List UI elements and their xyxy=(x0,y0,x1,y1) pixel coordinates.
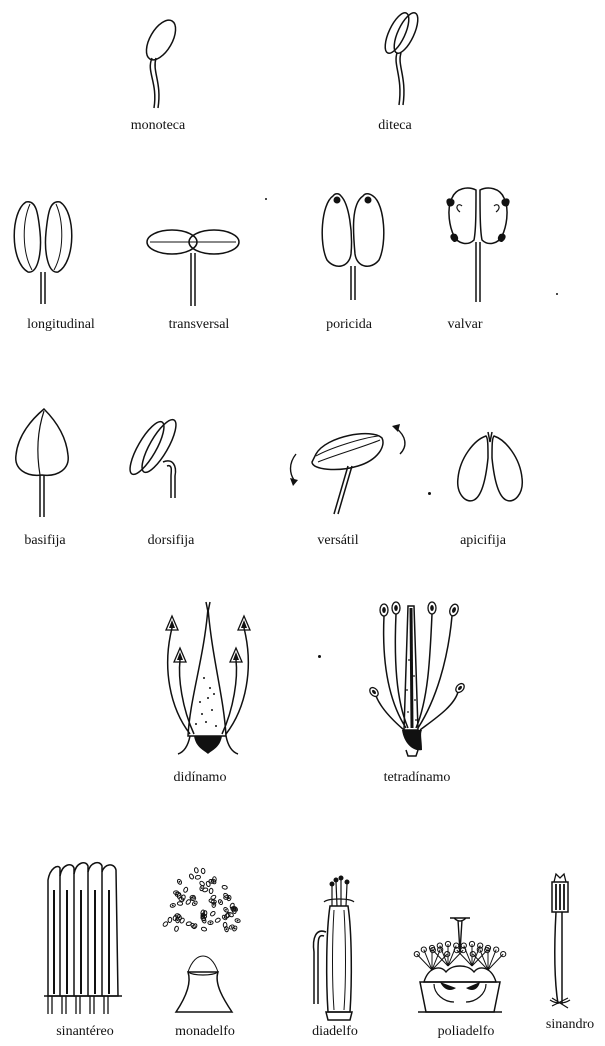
apicifija-drawing xyxy=(452,428,530,510)
sinandro-drawing xyxy=(540,868,580,1016)
versatil-label: versátil xyxy=(317,533,358,549)
diteca-label: diteca xyxy=(378,118,411,134)
valvar-drawing xyxy=(440,180,515,305)
diadelfo-drawing xyxy=(304,872,364,1022)
poricida-label: poricida xyxy=(326,317,372,333)
sinantereo-label: sinantéreo xyxy=(56,1024,114,1040)
speck xyxy=(318,655,321,658)
basifija-drawing xyxy=(10,405,75,520)
tetradinamo-label: tetradínamo xyxy=(384,770,451,786)
longitudinal-drawing xyxy=(8,192,88,307)
tetradinamo-drawing xyxy=(362,600,472,760)
transversal-drawing xyxy=(145,220,241,310)
valvar-label: valvar xyxy=(448,317,483,333)
diteca-drawing xyxy=(375,5,425,110)
monadelfo-label: monadelfo xyxy=(175,1024,235,1040)
sinandro-label: sinandro xyxy=(546,1017,594,1033)
didinamo-drawing xyxy=(150,598,270,758)
didinamo-label: didínamo xyxy=(174,770,227,786)
longitudinal-label: longitudinal xyxy=(27,317,95,333)
diadelfo-label: diadelfo xyxy=(312,1024,358,1040)
monadelfo-drawing xyxy=(158,860,248,1020)
dorsifija-drawing xyxy=(125,410,195,500)
monadelfo-anthers xyxy=(162,867,240,972)
speck xyxy=(265,198,267,200)
speck xyxy=(428,492,431,495)
dorsifija-label: dorsifija xyxy=(148,533,195,549)
transversal-label: transversal xyxy=(169,317,230,333)
monoteca-drawing xyxy=(128,12,188,112)
sinantereo-drawing xyxy=(42,860,132,1020)
poliadelfo-label: poliadelfo xyxy=(438,1024,495,1040)
versatil-drawing xyxy=(282,420,412,520)
speck xyxy=(556,293,558,295)
apicifija-label: apicifija xyxy=(460,533,506,549)
poricida-drawing xyxy=(315,188,390,303)
poliadelfo-drawing xyxy=(410,912,510,1020)
basifija-label: basifija xyxy=(24,533,65,549)
monoteca-label: monoteca xyxy=(131,118,185,134)
